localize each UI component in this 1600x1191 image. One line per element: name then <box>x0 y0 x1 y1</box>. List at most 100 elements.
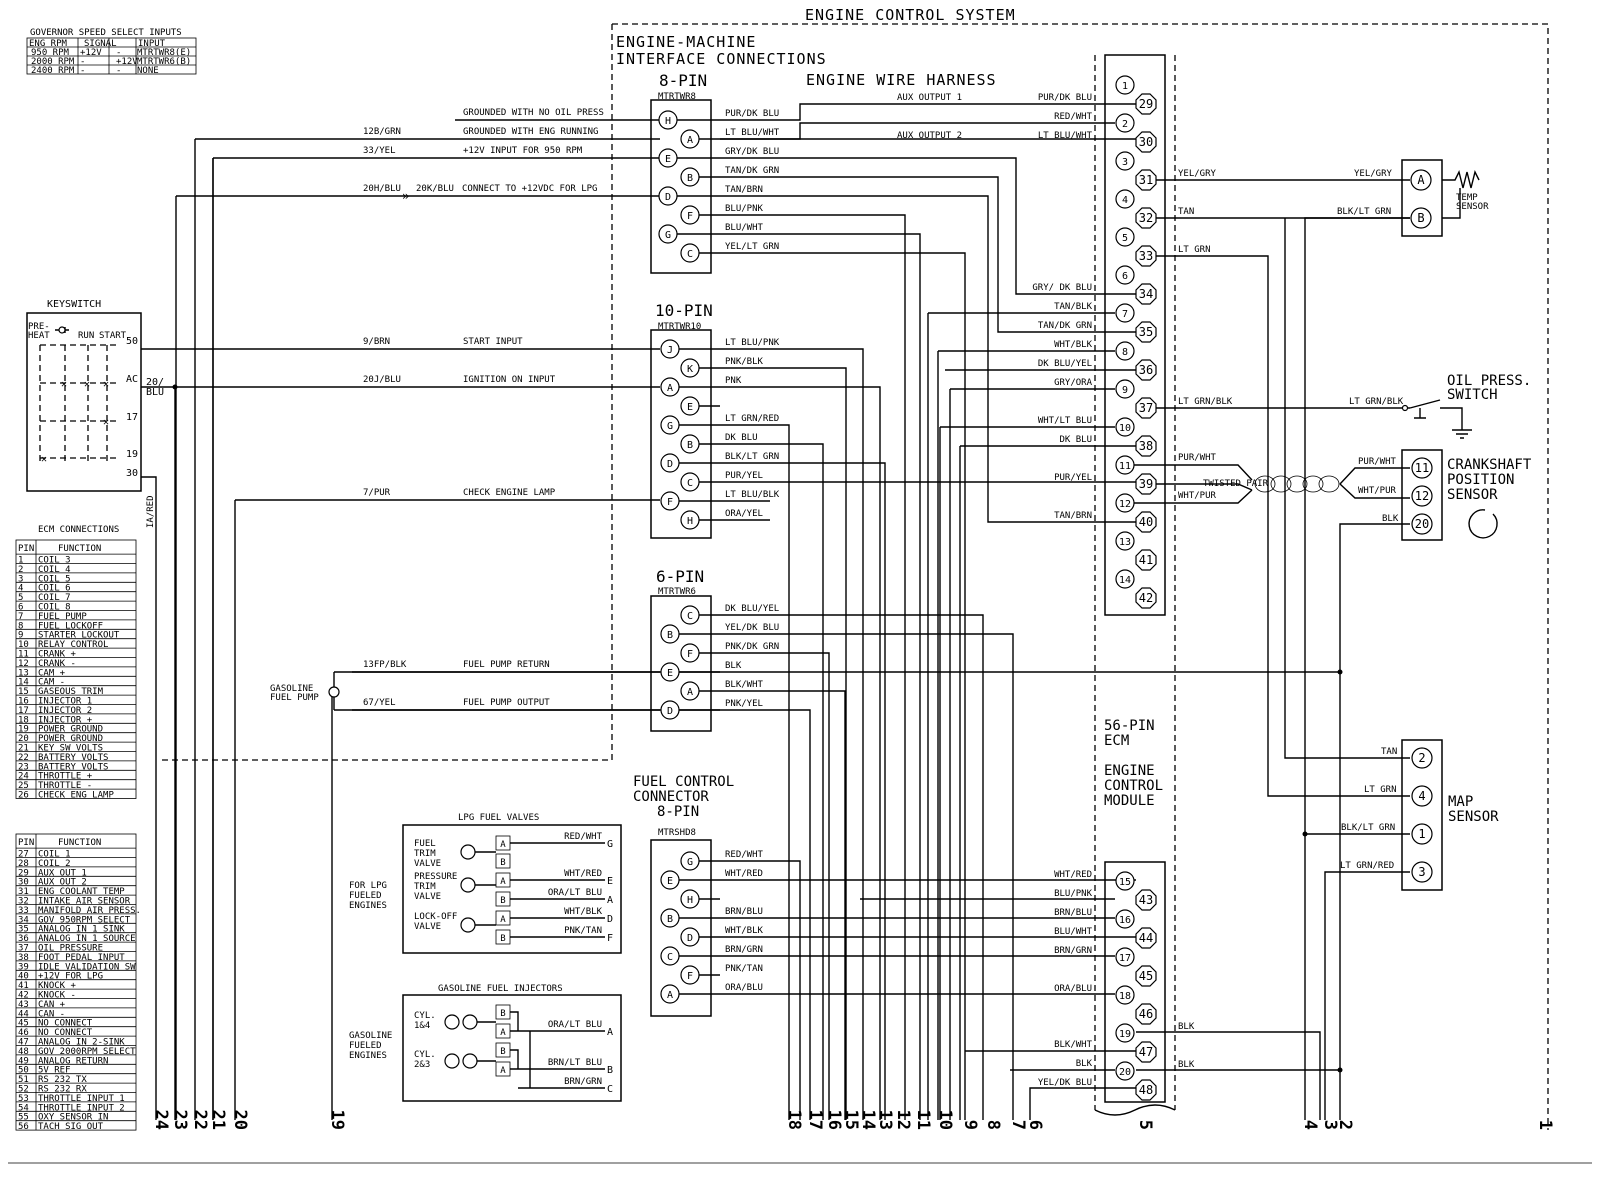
fuel-conn-title: CONNECTOR <box>633 789 709 805</box>
ecm-table-function: ANALOG RETURN <box>38 1056 108 1066</box>
wire-33 <box>1156 255 1410 797</box>
injector-terminal-label: A <box>500 1066 506 1076</box>
injector-wire-label: BRN/LT BLU <box>548 1058 602 1068</box>
ecm-wire-label: TAN/BRN <box>1054 511 1092 521</box>
conn10-pin-label: D <box>667 459 673 470</box>
ecm-table-function: INJECTOR + <box>38 715 93 725</box>
lpg-letter: F <box>607 933 613 944</box>
lpg-box <box>402 824 622 954</box>
fuel-pump-label: GASOLINE <box>270 684 313 694</box>
ecm-pin-oct <box>1135 245 1157 267</box>
crank-wire: BLK <box>1382 514 1399 524</box>
ecm-wire-label: PUR/DK BLU <box>1038 93 1092 103</box>
crank-label: SENSOR <box>1447 487 1498 503</box>
conn10-pin-circle <box>680 358 700 378</box>
wire-group <box>141 103 1480 1120</box>
harness-wire <box>720 860 801 1120</box>
conn6-pin-label: C <box>687 611 693 622</box>
ecm-table-function: CHECK ENG LAMP <box>38 791 114 801</box>
conn6-box <box>650 595 712 732</box>
lpg-terminal-label: A <box>500 877 506 887</box>
ecm-table-function: BATTERY VOLTS <box>38 753 108 763</box>
map-label: MAP <box>1448 794 1473 810</box>
twisted-pair-loop <box>1270 475 1292 493</box>
oil-label: SWITCH <box>1447 387 1498 403</box>
harness-wire <box>720 103 1136 121</box>
governor-cell: - <box>116 48 121 58</box>
signal-wire: 13FP/BLK <box>363 660 407 670</box>
conn6-wire: PNK/YEL <box>725 699 763 709</box>
ecm-wire-label: WHT/RED <box>1054 870 1092 880</box>
ecm-table-head: PIN <box>18 838 34 848</box>
ecm-pin-label: 2 <box>1122 119 1128 130</box>
ecm-label: ECM <box>1104 733 1129 749</box>
conn10-part: MTRTWR10 <box>658 322 701 332</box>
lpg-terminal <box>495 929 511 945</box>
ecm-table-pin: 42 <box>18 991 29 1001</box>
ecm-pin-oct <box>1135 927 1157 949</box>
interface-label-1: ENGINE-MACHINE <box>616 33 756 51</box>
conn10-wire: PNK/BLK <box>725 357 764 367</box>
ecm-pin-label: 6 <box>1122 271 1128 282</box>
conn10-wire: PNK <box>725 376 742 386</box>
ecm-table-function: COIL 6 <box>38 584 71 594</box>
bottom-number: 13 <box>875 1110 895 1130</box>
ecm-pin-circle <box>1115 455 1135 475</box>
twisted-pair-loop <box>1286 475 1308 493</box>
ecm-table-pin: 40 <box>18 972 29 982</box>
ecm-table-function: CAN - <box>38 1009 65 1019</box>
conn6-pin-label: F <box>687 649 693 660</box>
bottom-number: 11 <box>913 1110 933 1130</box>
ecm-table-pin: 44 <box>18 1009 29 1019</box>
keyswitch-contact: ✕ <box>103 379 109 390</box>
ecm-pin-label: 39 <box>1139 477 1153 491</box>
ecm-aux-label: AUX OUTPUT 1 <box>897 93 962 103</box>
conn10-wire: LT BLU/PNK <box>725 338 780 348</box>
bottom-number: 21 <box>208 1110 228 1130</box>
ecm-table-function: FUEL LOCKOFF <box>38 621 103 631</box>
map-pin-label: 3 <box>1418 865 1425 879</box>
crank-blk <box>1339 523 1410 672</box>
ecm-pin-circle <box>1115 151 1135 171</box>
bottom-number: 22 <box>190 1110 210 1130</box>
conn10-pin-label: H <box>687 516 693 527</box>
map-wire: TAN <box>1381 747 1397 757</box>
injector-icon <box>462 1014 478 1030</box>
ecm-table-function: INJECTOR 2 <box>38 706 92 716</box>
lpg-wire-label: ORA/LT BLU <box>548 888 602 898</box>
ecm-table-pin: 29 <box>18 868 29 878</box>
conn10-pin-circle <box>660 339 680 359</box>
ecm-table-pin: 14 <box>18 678 29 688</box>
ecm-pin-oct <box>1135 435 1157 457</box>
ecm-table-function: COIL 7 <box>38 593 71 603</box>
ecm-table-pin: 11 <box>18 650 29 660</box>
bottom-number: 10 <box>935 1110 955 1130</box>
junction-dot <box>1337 1067 1343 1073</box>
ecm-label: MODULE <box>1104 793 1155 809</box>
ecm-pin-label: 18 <box>1119 991 1131 1002</box>
fuel-conn-title: FUEL CONTROL <box>633 774 734 790</box>
injector-icon <box>462 1053 478 1069</box>
ecm-pin-oct <box>1135 169 1157 191</box>
wire-label: PUR/WHT <box>1178 453 1217 463</box>
junction-dot <box>172 384 178 390</box>
ecm-pin-label: 40 <box>1139 515 1153 529</box>
keyswitch-terminal: 50 <box>126 336 138 347</box>
ecm-pin-label: 41 <box>1139 553 1153 567</box>
ecm-wire-label: GRY/ DK BLU <box>1032 283 1092 293</box>
ecm-table-function: COIL 5 <box>38 574 71 584</box>
harness-wire <box>720 367 847 1120</box>
crank-pin-circle <box>1411 485 1433 507</box>
ecm-pin-oct <box>1135 587 1157 609</box>
ecm-table-function: POWER GROUND <box>38 734 103 744</box>
ecm-table-pin: 56 <box>18 1122 29 1132</box>
conn6-wire: DK BLU/YEL <box>725 604 779 614</box>
fuel-conn-wire: WHT/BLK <box>725 926 764 936</box>
ecm-wire-label: ORA/BLU <box>1054 984 1092 994</box>
ecm-pin-label: 5 <box>1122 233 1128 244</box>
conn8-pin-circle <box>680 167 700 187</box>
lpg-title: LPG FUEL VALVES <box>458 813 539 823</box>
ecm-table-function: +12V FOR LPG <box>38 972 103 982</box>
ecm-pin-label: 13 <box>1119 537 1131 548</box>
temp-sensor-box <box>1401 159 1443 237</box>
